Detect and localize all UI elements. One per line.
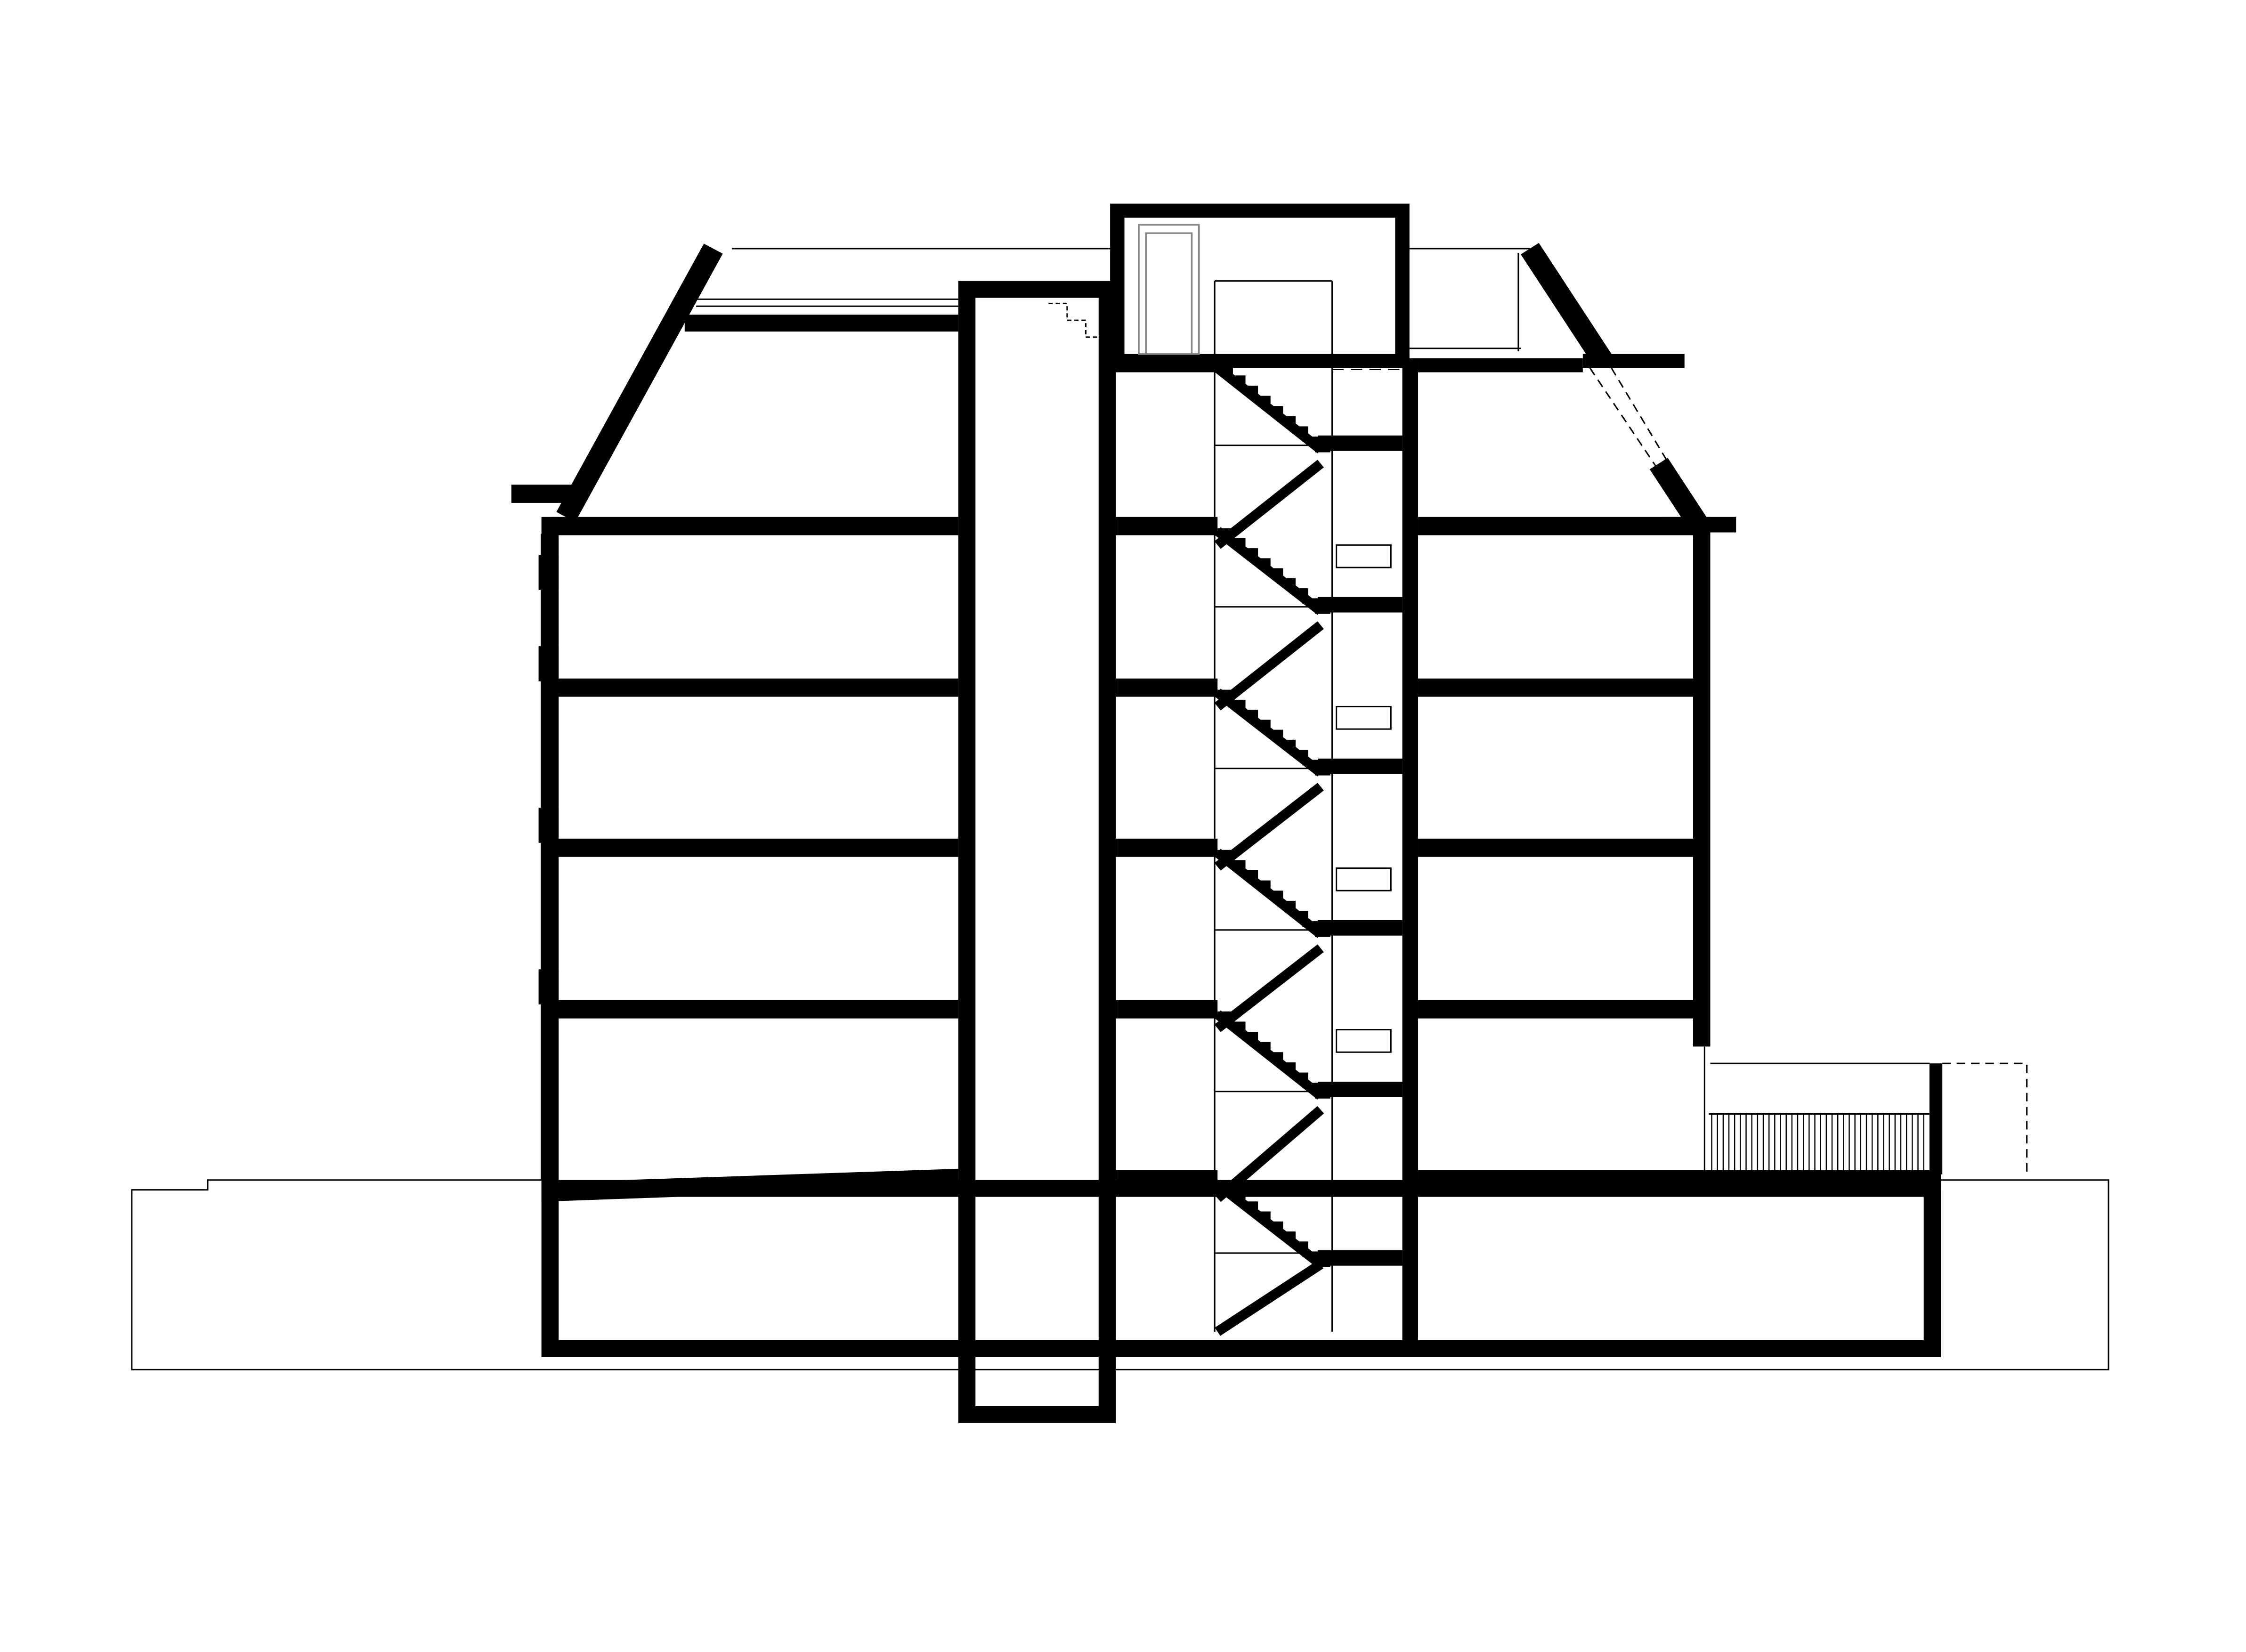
stair-landing (1318, 758, 1403, 774)
roof-slab-right (1418, 358, 1583, 373)
wall-opening (1336, 1029, 1392, 1053)
ground-outline (131, 1179, 2109, 1370)
ground-floor-slab-right (1418, 1170, 1941, 1190)
stair-steps (1217, 689, 1330, 776)
stair-steps (1217, 1011, 1330, 1099)
thin-details (541, 224, 2028, 1332)
stair-flight-up (1214, 460, 1324, 549)
mansard-roof-right-lower (1649, 458, 1707, 528)
ground-floor-slab-core (1116, 1170, 1218, 1190)
dashed-roof (1611, 367, 1670, 464)
stair-flight-up (1214, 783, 1324, 871)
stair-landing (1318, 920, 1403, 936)
stair-steps (1217, 1181, 1330, 1267)
floor-slabs (541, 315, 1941, 1201)
stair-flight-up (1214, 944, 1324, 1032)
stair-core-head (1110, 203, 1410, 368)
stair-steps (1217, 850, 1330, 937)
floor-slab-right (1418, 838, 1698, 857)
floor-slab-right (1418, 517, 1698, 535)
basement-walls (541, 1180, 1941, 1357)
stair-steps (1217, 528, 1330, 614)
basement-slanted-slab (541, 1168, 958, 1201)
stair-core-right-wall (1402, 358, 1419, 1342)
floor-slab-right (1418, 1000, 1698, 1019)
stair-landing (1318, 435, 1403, 451)
stair-steps (1217, 365, 1330, 453)
wall-opening (1336, 544, 1392, 568)
roof-slab-left (684, 315, 958, 332)
terrace-parapet (1929, 1063, 1943, 1174)
roof-door (1145, 232, 1193, 355)
dashed-roof (1589, 367, 1662, 476)
eave-left (511, 485, 576, 503)
floor-slab-core (1116, 678, 1218, 697)
mansard-roof-left (556, 243, 723, 522)
floor-slab-left (551, 1000, 958, 1019)
roof-stair-dashed (1048, 302, 1100, 338)
ground-line (131, 1179, 2109, 1370)
elevator-shaft (958, 281, 1116, 1423)
stair-flight-up (1214, 621, 1324, 711)
mansard-roof-right-upper (1521, 243, 1614, 368)
roof-slab-core (1116, 358, 1218, 373)
wall-opening (1336, 867, 1392, 891)
floor-slab-left (551, 838, 958, 857)
floor-slab-left (551, 517, 958, 535)
wall-opening (1336, 705, 1392, 730)
structural-walls (511, 203, 1943, 1423)
floor-slab-core (1116, 517, 1218, 535)
floor-slab-core (1116, 1000, 1218, 1019)
floor-slab-core (1116, 838, 1218, 857)
stair-flight-bottom (1215, 1260, 1324, 1336)
right-facade-wall (1693, 517, 1711, 1047)
floor-slab-left (551, 678, 958, 697)
roof-door-frame (1138, 224, 1200, 355)
stair-flight-up (1214, 1106, 1324, 1202)
stair-landing (1318, 1081, 1403, 1097)
dashed-neighbor (1942, 1062, 2028, 1177)
stair-landing (1318, 597, 1403, 613)
floor-slab-right (1418, 678, 1698, 697)
eave-right-upper (1582, 354, 1685, 368)
stair-landing (1318, 1250, 1403, 1266)
